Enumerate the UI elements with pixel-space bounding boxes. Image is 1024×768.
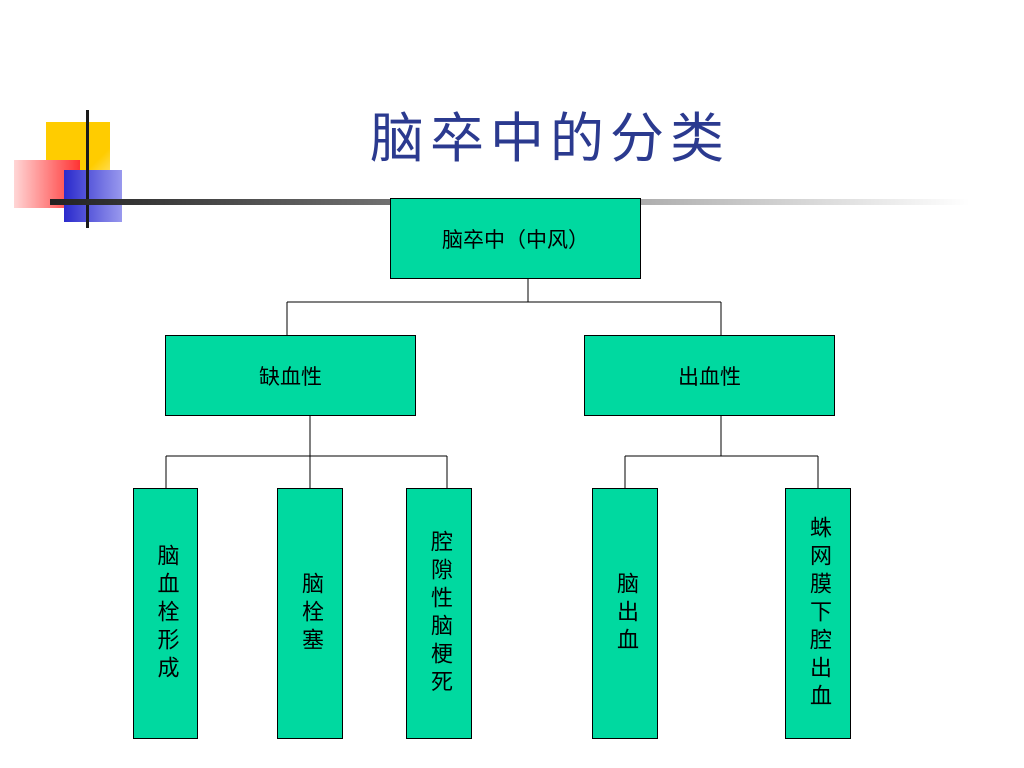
node-stroke-root-label: 脑卒中（中风）: [442, 227, 589, 252]
node-cerebral-thrombosis-label: 脑血栓形成: [153, 543, 179, 684]
node-intracerebral-hemorrhage-label: 脑出血: [613, 571, 638, 656]
node-lacunar-infarction: 腔隙性脑梗死: [406, 488, 472, 739]
decoration-blue-square: [64, 170, 122, 222]
node-cerebral-thrombosis: 脑血栓形成: [133, 488, 198, 739]
node-hemorrhagic-label: 出血性: [678, 364, 741, 389]
node-cerebral-embolism-label: 脑栓塞: [298, 571, 323, 656]
slide-title: 脑卒中的分类: [370, 107, 730, 170]
node-subarachnoid-hemorrhage: 蛛网膜下腔出血: [785, 488, 851, 739]
node-lacunar-infarction-label: 腔隙性脑梗死: [427, 529, 452, 698]
node-subarachnoid-hemorrhage-label: 蛛网膜下腔出血: [806, 515, 831, 712]
node-cerebral-embolism: 脑栓塞: [277, 488, 343, 739]
decoration-vertical-line: [86, 110, 89, 228]
node-ischemic: 缺血性: [165, 335, 416, 416]
node-stroke-root: 脑卒中（中风）: [390, 198, 641, 279]
node-intracerebral-hemorrhage: 脑出血: [592, 488, 658, 739]
node-hemorrhagic: 出血性: [584, 335, 835, 416]
node-ischemic-label: 缺血性: [259, 364, 322, 389]
